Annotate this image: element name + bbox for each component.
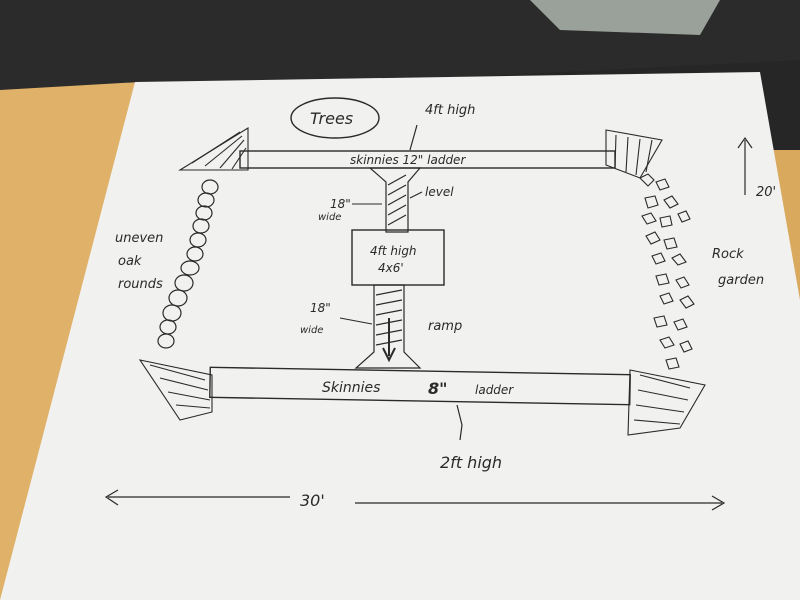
right-dimension-arrowhead xyxy=(737,136,753,149)
oak-rounds xyxy=(157,179,219,349)
trees-ellipse xyxy=(290,97,380,139)
rock-label-line-1: Rock xyxy=(712,247,744,262)
top-height-pointer xyxy=(409,124,418,151)
bottom-height-label: 2ft high xyxy=(440,453,502,472)
right-dimension-label: 20' xyxy=(756,185,776,200)
lower-width-arrow xyxy=(339,317,373,325)
lower-width-unit: wide xyxy=(300,325,323,336)
rock-label-line-2: garden xyxy=(718,273,764,288)
platform-size: 4x6' xyxy=(378,261,404,275)
bottom-dimension-arrow-left xyxy=(104,489,119,506)
ramp-label: ramp xyxy=(428,319,462,334)
bottom-beam-size: 8" xyxy=(428,379,447,398)
level-pointer xyxy=(409,191,423,199)
bottom-dimension-label: 30' xyxy=(300,491,325,510)
upper-walkway xyxy=(368,167,422,233)
bottom-dimension-arrow-right xyxy=(711,495,726,511)
bottom-height-pointer xyxy=(456,404,463,441)
bottom-right-corner-fan xyxy=(627,369,706,436)
metal-object xyxy=(530,0,720,35)
bottom-beam xyxy=(209,366,631,406)
upper-width-value: 18" xyxy=(330,197,351,211)
oak-label-line-2: oak xyxy=(118,254,142,269)
rock-garden xyxy=(639,173,695,370)
upper-width-unit: wide xyxy=(318,212,341,223)
lower-ramp xyxy=(354,284,422,369)
bottom-beam-word: Skinnies xyxy=(322,380,380,396)
oak-label-line-1: uneven xyxy=(115,231,163,246)
top-beam-label: skinnies 12" ladder xyxy=(350,153,466,167)
top-height-label: 4ft high xyxy=(425,103,475,118)
bottom-beam-ladder: ladder xyxy=(475,383,514,397)
level-label: level xyxy=(425,185,454,199)
lower-width-value: 18" xyxy=(310,301,331,315)
platform-height: 4ft high xyxy=(370,244,417,258)
bottom-left-corner-fan xyxy=(138,359,213,421)
oak-label-line-3: rounds xyxy=(118,277,163,292)
trees-label: Trees xyxy=(310,109,353,128)
top-left-corner-fan xyxy=(178,127,249,171)
